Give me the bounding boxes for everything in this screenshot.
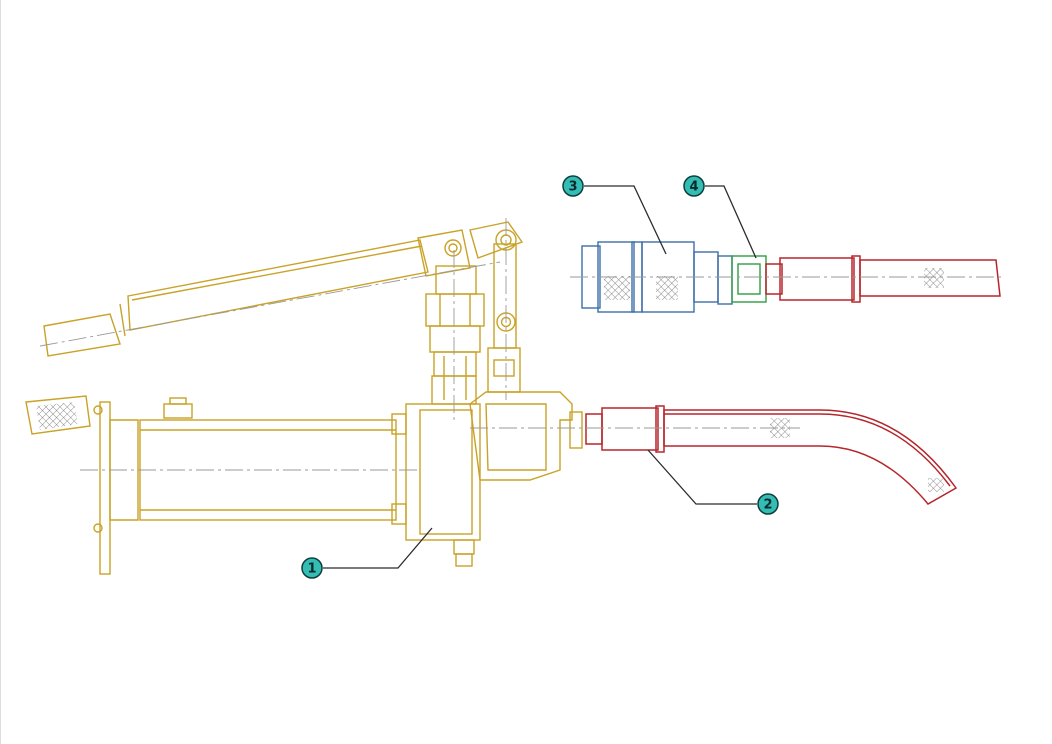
callout-circle-2 — [757, 493, 779, 515]
center-lines — [39, 218, 1004, 471]
callout-number-1: 1 — [307, 562, 316, 577]
pump-foot-grip — [25, 395, 91, 435]
callout-number-3: 3 — [568, 180, 577, 195]
callouts: 1 2 3 4 — [301, 175, 779, 579]
hose — [585, 405, 958, 505]
callout-number-2: 2 — [763, 498, 772, 513]
pump-reservoir — [93, 397, 407, 575]
pump-handle — [43, 221, 524, 357]
callout-number-4: 4 — [689, 180, 698, 195]
callout-circle-3 — [562, 175, 584, 197]
upper-hose — [765, 255, 1001, 303]
hose-crosshatch — [770, 418, 790, 438]
callout-circle-1 — [301, 557, 323, 579]
coupler-nipple — [731, 255, 767, 303]
hand-pump — [25, 221, 583, 575]
callout-leader-1 — [323, 527, 433, 569]
quick-coupler — [581, 241, 733, 313]
callout-leader-4 — [705, 185, 757, 259]
pump-plunger — [425, 265, 521, 405]
callout-circle-4 — [683, 175, 705, 197]
pump-body — [405, 391, 583, 567]
coupler-crosshatch — [604, 276, 630, 300]
callout-leader-3 — [584, 185, 667, 255]
callout-leader-2 — [647, 449, 757, 505]
